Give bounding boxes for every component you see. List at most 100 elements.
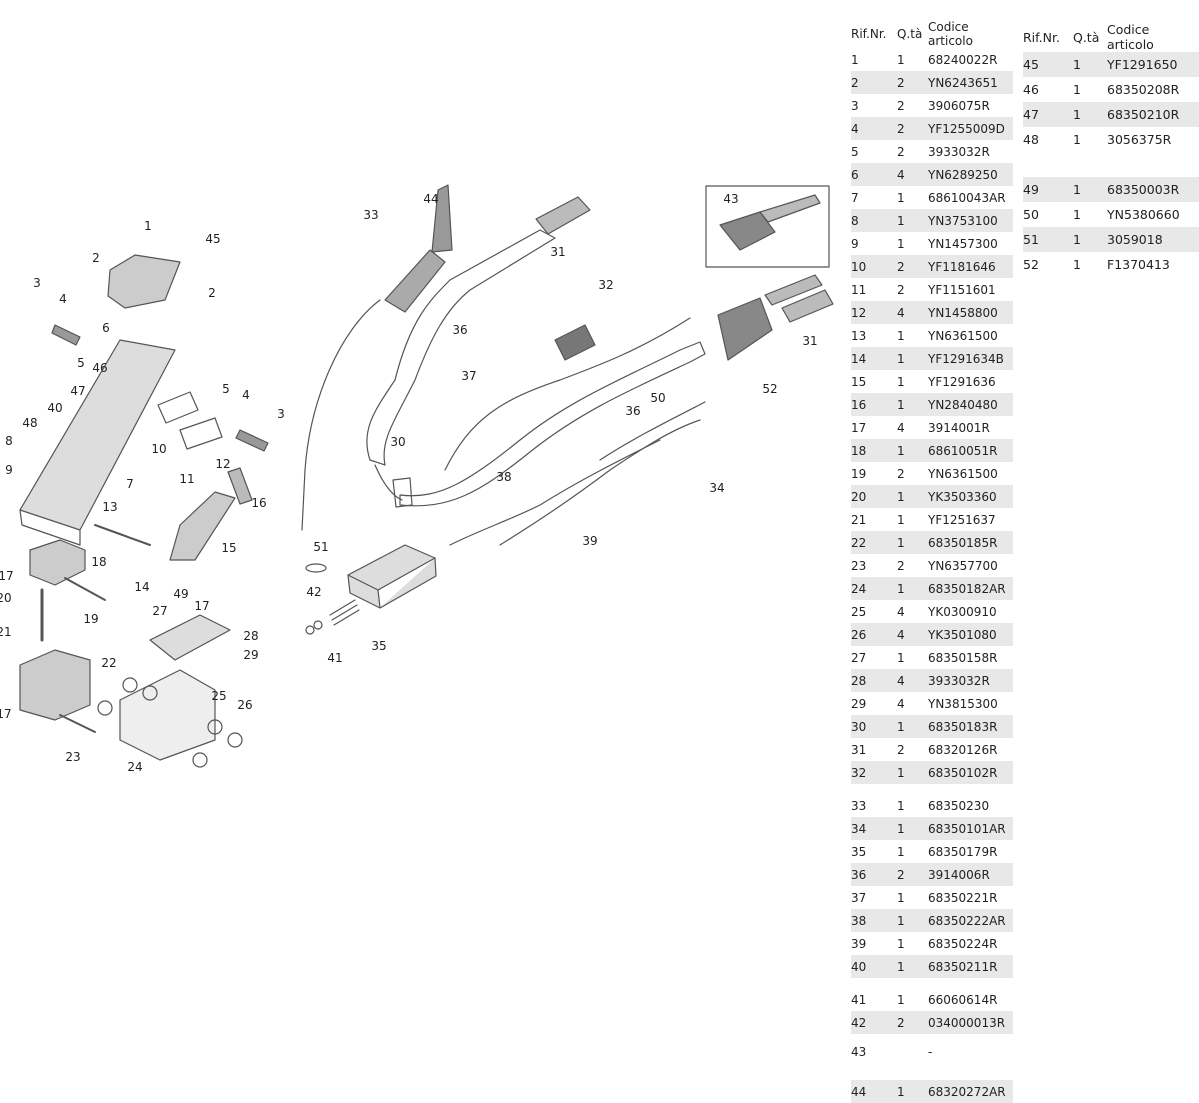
cell-code: 034000013R [928,1011,1013,1034]
callout-label: 36 [625,404,640,418]
callout-label: 38 [496,470,511,484]
cell-qty: 1 [897,485,928,508]
cell-code: 68350101AR [928,817,1013,840]
cell-qty: 4 [897,163,928,186]
cell-ref: 51 [1023,227,1073,252]
screw-13 [94,524,151,546]
grip-16 [227,467,253,505]
cell-code: 68350185R [928,531,1013,554]
cell-qty: 4 [897,669,928,692]
cell-code: 3906075R [928,98,990,113]
cell-code: YK3503360 [928,485,1013,508]
cell-qty: 1 [897,761,928,784]
bolt-4-right [235,429,269,452]
cell-ref: 35 [851,844,867,859]
cell-code: 3914006R [928,863,1013,886]
callout-label: 30 [390,435,405,449]
callout-label: 4 [242,388,250,402]
roller-25a [122,677,138,693]
callout-label: 33 [363,208,378,222]
callout-label: 46 [92,361,107,375]
header-ref: Rif.Nr. [851,27,887,41]
cell-qty: 1 [897,393,928,416]
cell-qty: 2 [897,98,905,113]
callout-label: 44 [423,192,438,206]
washer-42b [305,625,315,635]
cell-qty: 1 [897,347,928,370]
cell-ref: 20 [851,485,897,508]
cell-ref: 18 [851,439,897,462]
row-spacer [851,1070,1013,1080]
cell-ref: 21 [851,512,867,527]
cell-code: YF1291650 [1107,52,1199,77]
callout-label: 51 [313,540,328,554]
cell-code: YN6243651 [928,71,1013,94]
cell-code: YN3753100 [928,209,1013,232]
header-qty: Q.tà [1073,29,1100,45]
cell-qty: 1 [897,798,905,813]
lever-assembly-33 [384,249,446,313]
cell-code: YF1151601 [928,282,996,297]
cell-qty: 1 [897,577,928,600]
cell-code: 68350003R [1107,177,1199,202]
callout-label: 40 [47,401,62,415]
cell-ref: 1 [851,52,859,67]
row-spacer [851,784,1013,794]
callout-label: 31 [802,334,817,348]
cell-qty: 1 [897,531,928,554]
cell-qty: 1 [1073,177,1107,202]
cell-ref: 42 [851,1011,897,1034]
cell-ref: 17 [851,420,867,435]
cell-ref: 43 [851,1045,867,1059]
cell-ref: 40 [851,955,897,978]
cell-code: YN1457300 [928,236,998,251]
cell-code: YN3815300 [928,696,998,711]
cable-34 [599,401,706,461]
cell-qty: 2 [897,558,905,573]
lever-15 [169,491,236,561]
cell-ref: 2 [851,71,897,94]
cell-code: YK3501080 [928,623,1013,646]
roller-25b [142,685,158,701]
cell-qty: 2 [897,144,905,159]
cell-code: F1370413 [1107,257,1170,272]
callout-label: 7 [126,477,134,491]
parts-table-2-header: Rif.Nr. Q.tà Codice articolo [1023,22,1199,52]
grip-31-right [781,289,834,323]
cell-ref: 24 [851,577,897,600]
plate-22 [19,649,91,721]
spring-41 [329,599,360,626]
cell-code: 68320272AR [928,1080,1013,1103]
cell-ref: 23 [851,558,867,573]
cable-39 [499,419,701,546]
cell-qty: 1 [897,328,905,343]
callout-label: 16 [251,496,266,510]
callout-label: 52 [762,382,777,396]
cell-ref: 36 [851,863,897,886]
cell-code: 68610051R [928,439,1013,462]
cell-qty: 1 [897,236,905,251]
cell-qty: 1 [897,936,905,951]
callout-label: 22 [101,656,116,670]
callout-label: 2 [208,286,216,300]
cell-qty: 1 [1073,82,1081,97]
callout-label: 13 [102,500,117,514]
callout-label: 43 [723,192,738,206]
